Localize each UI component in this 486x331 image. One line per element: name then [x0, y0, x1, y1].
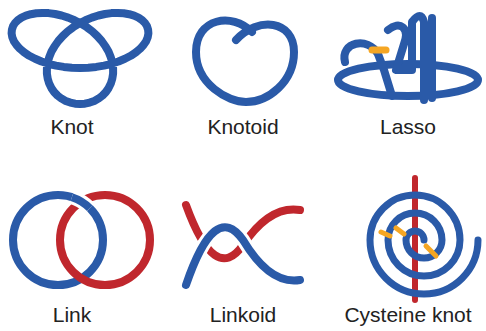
figure-label: Cysteine knot [344, 304, 471, 325]
link-crossing [72, 197, 90, 208]
figure-label: Knot [50, 116, 93, 137]
figure-label: Knotoid [207, 116, 278, 137]
disulfide-bond [381, 228, 436, 256]
figure-label: Linkoid [210, 304, 277, 325]
lasso-thread [428, 18, 436, 98]
linkoid-blue [186, 227, 300, 285]
crossing-gap [72, 197, 90, 208]
disulfide-bond [372, 47, 386, 54]
link-red-ring [60, 195, 150, 285]
figure-label: Link [53, 304, 92, 325]
cysteine-spiral [370, 195, 478, 294]
knotoid-curve [196, 21, 294, 102]
crossing-gap [186, 227, 300, 285]
lasso-loop [344, 16, 424, 100]
trefoil-knot [12, 13, 149, 104]
figure-label: Lasso [380, 116, 436, 137]
